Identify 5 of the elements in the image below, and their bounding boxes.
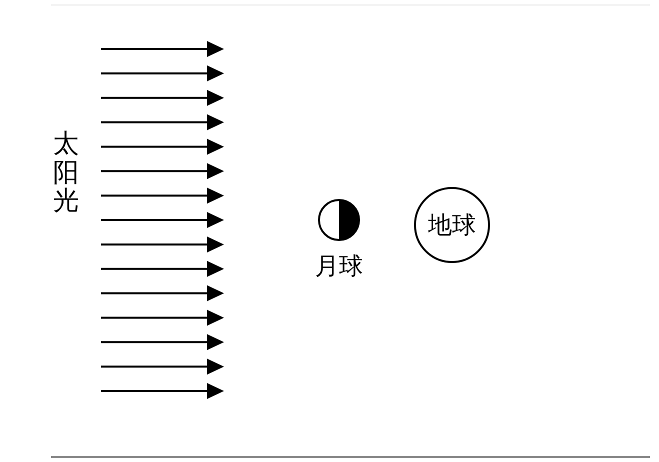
node-caption: 月球 bbox=[315, 251, 363, 282]
node-label: 地球 bbox=[428, 210, 476, 241]
vertical-label: 太阳光 bbox=[53, 130, 79, 216]
planet-circle bbox=[414, 187, 490, 263]
half-moon-circle bbox=[317, 198, 361, 242]
